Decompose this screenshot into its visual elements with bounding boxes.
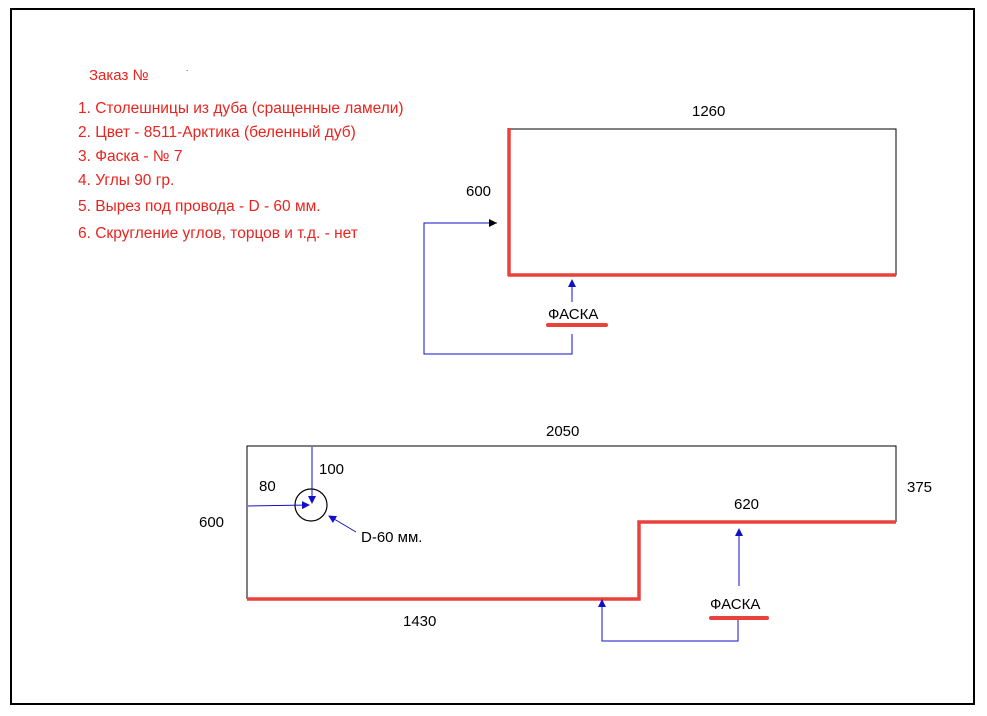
step-height-label: 375 [907, 479, 933, 496]
hole-diameter-label: D-60 мм. [361, 529, 423, 546]
top-countertop-outline [508, 128, 897, 276]
bottom-chamfer-connector [601, 607, 739, 642]
spec-item-6: 6. Скругление углов, торцов и т.д. - нет [78, 225, 358, 242]
top-chamfer-connector [423, 222, 573, 355]
hole-offset-x-arrow [247, 501, 310, 510]
bottom-countertop [246, 445, 897, 642]
top-height-label: 600 [466, 183, 492, 200]
hole-offset-y-label: 100 [319, 461, 345, 478]
bottom-chamfer-edge [247, 520, 896, 601]
spec-item-1: 1. Столешницы из дуба (сращенные ламели) [78, 100, 404, 117]
top-countertop [423, 128, 897, 355]
spec-item-3: 3. Фаска - № 7 [78, 148, 183, 165]
bottom-chamfer-connector-arrowhead [598, 599, 606, 607]
top-chamfer-label: ФАСКА [548, 306, 599, 323]
order-title: Заказ № [89, 67, 149, 84]
drawing-frame [10, 8, 975, 705]
bottom-countertop-outline [246, 445, 897, 599]
top-width-label: 1260 [692, 103, 726, 120]
bottom-chamfer-label: ФАСКА [710, 596, 761, 613]
bottom-width-label: 2050 [546, 423, 580, 440]
spec-item-4: 4. Углы 90 гр. [78, 172, 175, 189]
step-width-label: 620 [734, 496, 760, 513]
bottom-height-label: 600 [199, 514, 225, 531]
bottom-length-label: 1430 [403, 613, 437, 630]
hole-offset-x-label: 80 [259, 478, 276, 495]
hole-label-arrow [328, 515, 357, 533]
spec-item-5: 5. Вырез под провода - D - 60 мм. [78, 198, 321, 215]
top-chamfer-connector-arrowhead [489, 219, 497, 227]
order-number-dot: . [186, 64, 189, 73]
spec-item-2: 2. Цвет - 8511-Арктика (беленный дуб) [78, 124, 356, 141]
